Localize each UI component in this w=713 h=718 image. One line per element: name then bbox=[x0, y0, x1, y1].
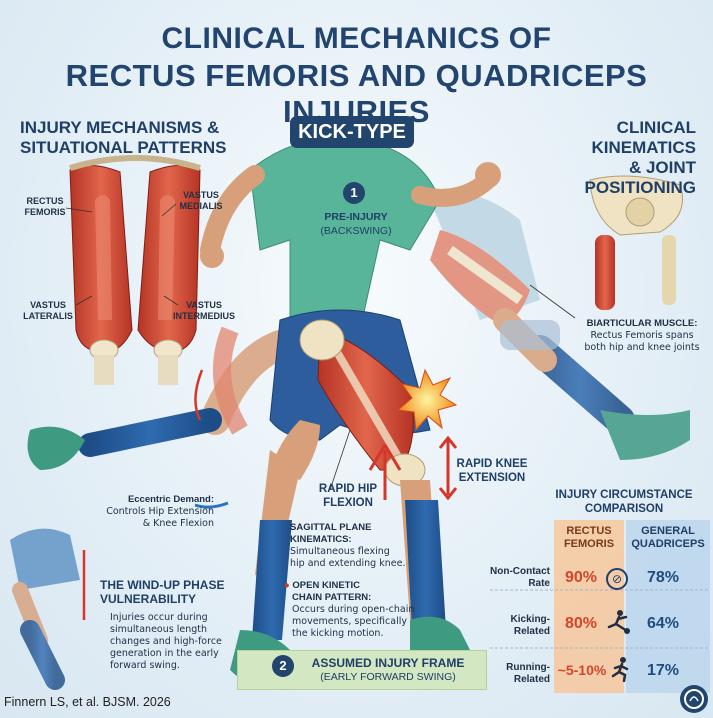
rapid-knee-extension-label: RAPID KNEE EXTENSION bbox=[456, 458, 528, 484]
step2-caption: ASSUMED INJURY FRAME (EARLY FORWARD SWIN… bbox=[311, 656, 465, 683]
rectus-femoris-label: RECTUS FEMORIS bbox=[24, 196, 66, 217]
pelvis-anatomy bbox=[589, 175, 683, 310]
kick-type-tag: KICK-TYPE bbox=[290, 116, 414, 148]
rf-kicking-value: 80% bbox=[564, 615, 598, 632]
brand-logo bbox=[680, 685, 708, 713]
gq-running-value: 17% bbox=[646, 662, 680, 679]
swing-arrow bbox=[194, 369, 204, 421]
windup-title: THE WIND-UP PHASE VULNERABILITY bbox=[100, 578, 225, 606]
gq-non-contact-value: 78% bbox=[646, 569, 680, 586]
comparison-heading: INJURY CIRCUMSTANCE COMPARISON bbox=[555, 489, 693, 515]
quadriceps-anatomy bbox=[65, 155, 201, 385]
bullet-dot-icon: ● bbox=[284, 580, 293, 591]
biarticular-callout: BIARTICULAR MUSCLE: Rectus Femoris spans… bbox=[584, 318, 700, 353]
row-label-non-contact: Non-Contact Rate bbox=[490, 566, 550, 589]
eccentric-demand-callout: Eccentric Demand: Controls Hip Extension… bbox=[106, 494, 214, 529]
rf-column-bg bbox=[554, 520, 624, 693]
rf-running-value: ~5-10% bbox=[557, 662, 607, 678]
right-heading-line1: CLINICAL KINEMATICS bbox=[591, 118, 696, 157]
right-section-heading: CLINICAL KINEMATICS & JOINT POSITIONING bbox=[518, 118, 696, 198]
gq-kicking-value: 64% bbox=[646, 615, 680, 632]
rapid-hip-flexion-label: RAPID HIP FLEXION bbox=[318, 483, 378, 509]
vastus-lateralis-label: VASTUS LATERALIS bbox=[23, 300, 73, 321]
sagittal-plane-callout: SAGITTAL PLANE KINEMATICS: Simultaneous … bbox=[290, 522, 406, 569]
left-heading-line1: INJURY MECHANISMS & bbox=[20, 118, 220, 137]
col-header-general-quadriceps: GENERAL QUADRICEPS bbox=[631, 525, 705, 550]
gq-column-bg bbox=[626, 520, 710, 693]
ghost-kicker-figure bbox=[430, 193, 690, 460]
main-kicker-figure bbox=[27, 137, 501, 690]
eccentric-arrow bbox=[194, 501, 229, 509]
windup-text: Injuries occur during simultaneous lengt… bbox=[110, 612, 222, 671]
step2-number-badge: 2 bbox=[272, 655, 294, 677]
kicking-icon bbox=[607, 610, 630, 634]
shield-logo-icon bbox=[684, 689, 704, 709]
citation: Finnern LS, et al. BJSM. 2026 bbox=[4, 695, 171, 709]
running-icon bbox=[611, 657, 629, 682]
hip-flexion-arrow bbox=[368, 444, 402, 471]
windup-ghost-figure bbox=[10, 528, 80, 690]
col-header-rectus-femoris: RECTUS FEMORIS bbox=[563, 525, 615, 550]
left-section-heading: INJURY MECHANISMS & SITUATIONAL PATTERNS bbox=[20, 118, 227, 158]
page-title-line1: CLINICAL MECHANICS OF bbox=[161, 22, 552, 55]
vastus-medialis-label: VASTUS MEDIALIS bbox=[179, 190, 223, 211]
open-kinetic-chain-callout: ● OPEN KINETIC CHAIN PATTERN: Occurs dur… bbox=[284, 580, 415, 639]
motion-arrows bbox=[82, 369, 458, 620]
no-contact-icon: ⊘ bbox=[606, 568, 628, 590]
step1-number-badge: 1 bbox=[343, 182, 365, 204]
row-label-kicking: Kicking- Related bbox=[510, 614, 550, 637]
rf-non-contact-value: 90% bbox=[564, 569, 598, 586]
vastus-intermedius-label: VASTUS INTERMEDIUS bbox=[172, 300, 235, 321]
left-heading-line2: SITUATIONAL PATTERNS bbox=[20, 138, 227, 157]
biarticular-pointer bbox=[529, 284, 576, 319]
step1-caption: PRE-INJURY (BACKSWING) bbox=[320, 211, 392, 237]
right-heading-line2: & JOINT POSITIONING bbox=[584, 158, 696, 197]
row-label-running: Running- Related bbox=[506, 662, 550, 685]
